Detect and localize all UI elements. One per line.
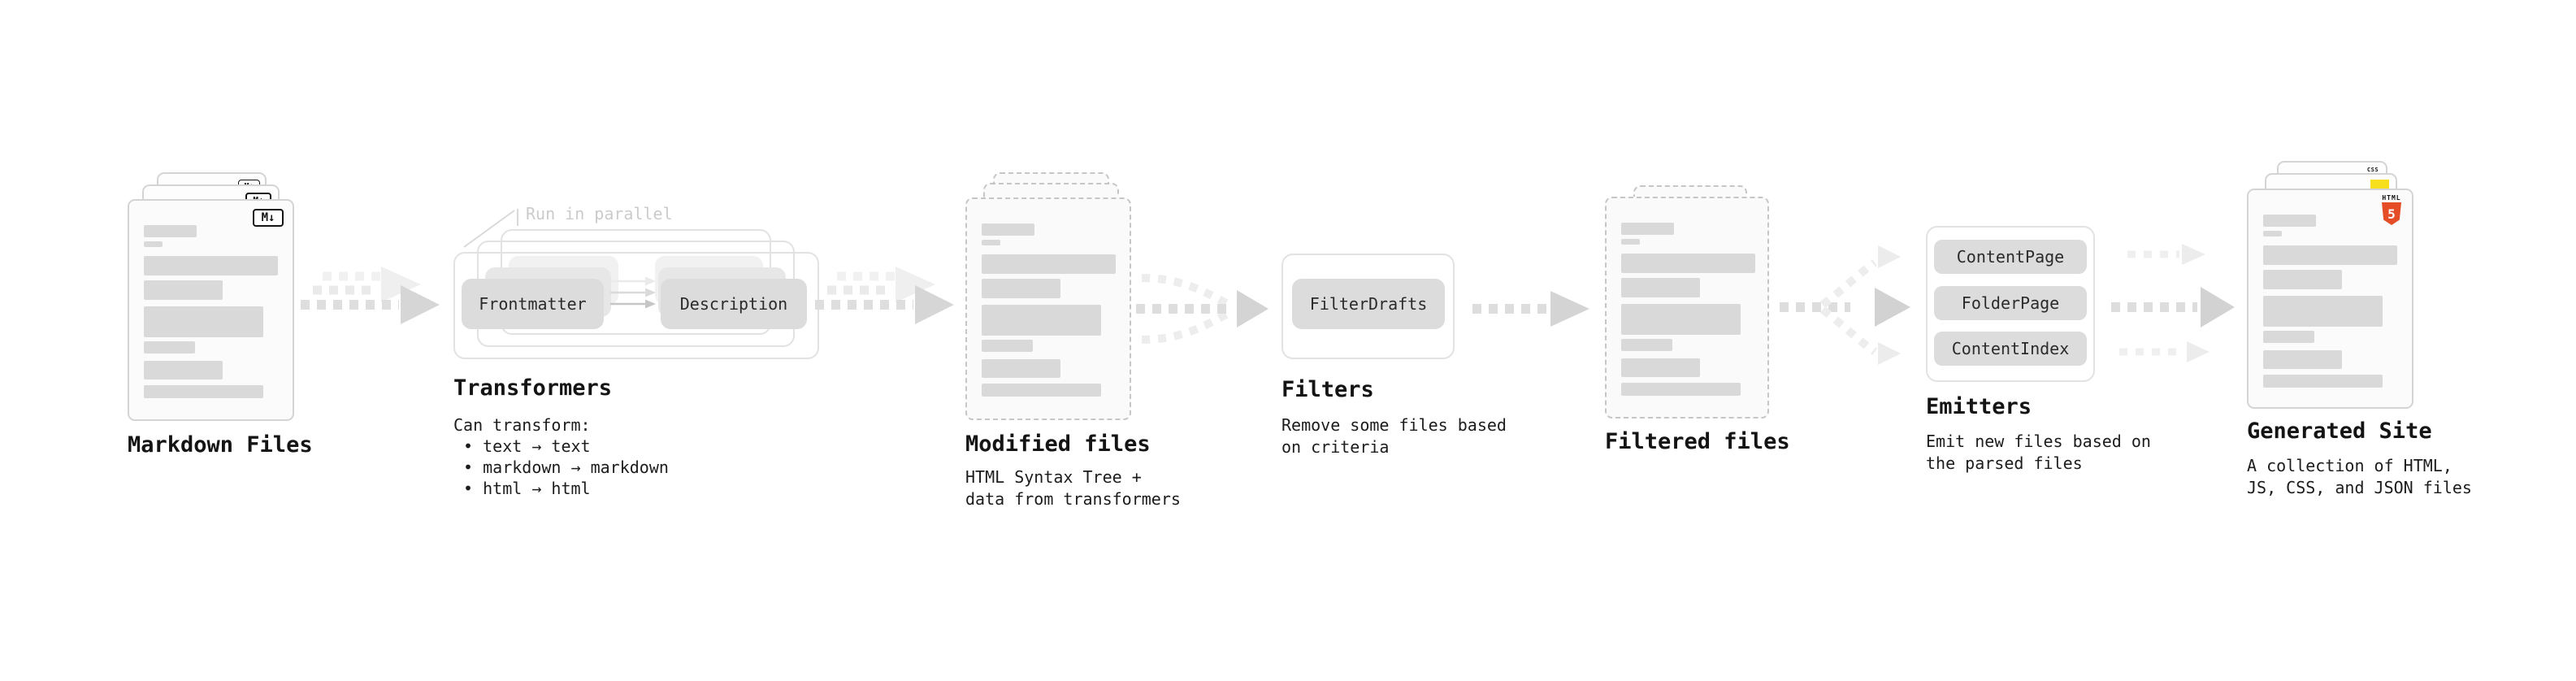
filterdrafts-chip: FilterDrafts <box>1292 279 1445 329</box>
emitters-description: Emit new files based on the parsed files <box>1926 432 2151 473</box>
transformers-description: Can transform: • text → text • markdown … <box>453 415 669 498</box>
modified-files-label: Modified files <box>965 432 1151 457</box>
modified-file-card-front <box>965 197 1131 420</box>
filtered-files-label: Filtered files <box>1605 429 1790 454</box>
description-chip: Description <box>661 279 807 329</box>
placeholder-bar <box>982 254 1116 274</box>
filtered-file-card-front <box>1605 197 1769 419</box>
placeholder-bar <box>144 361 223 380</box>
placeholder-bar <box>2263 270 2342 289</box>
placeholder-bar <box>144 241 163 247</box>
placeholder-bar <box>1621 339 1672 351</box>
css-icon-text: CSS <box>2366 167 2379 173</box>
placeholder-bar <box>982 279 1060 298</box>
folderpage-chip: FolderPage <box>1934 286 2087 320</box>
placeholder-bar <box>144 306 263 337</box>
flow-arrow-markdown-to-transformers <box>301 267 440 324</box>
emitters-label: Emitters <box>1926 394 2032 419</box>
flow-arrow-emitters-to-site <box>2111 244 2235 362</box>
transform-step-arrow <box>610 299 656 309</box>
html5-icon-number: 5 <box>2387 206 2396 222</box>
placeholder-bar <box>982 340 1033 352</box>
flow-arrow-filters-to-filtered <box>1472 291 1589 327</box>
markdown-icon-text: M↓ <box>261 211 275 224</box>
placeholder-bar <box>144 225 197 237</box>
placeholder-bar <box>982 384 1101 397</box>
annotation-leader-line <box>463 209 518 248</box>
placeholder-bar <box>1621 223 1674 235</box>
flow-arrow-transformers-to-modified <box>815 267 954 324</box>
transformers-label: Transformers <box>453 375 613 401</box>
transform-step-arrow <box>610 288 656 297</box>
placeholder-bar <box>2263 231 2282 236</box>
contentpage-chip: ContentPage <box>1934 240 2087 274</box>
placeholder-bar <box>144 256 278 275</box>
placeholder-bar <box>1621 358 1700 377</box>
placeholder-bar <box>2263 245 2397 265</box>
filters-label: Filters <box>1281 377 1374 402</box>
transform-step-arrow <box>610 276 656 286</box>
placeholder-bar <box>982 305 1101 336</box>
markdown-files-label: Markdown Files <box>128 432 313 458</box>
contentindex-chip: ContentIndex <box>1934 332 2087 366</box>
placeholder-bar <box>144 385 263 398</box>
placeholder-bar <box>1621 278 1700 297</box>
run-in-parallel-annotation: Run in parallel <box>526 204 673 223</box>
placeholder-bar <box>1621 304 1741 335</box>
modified-files-description: HTML Syntax Tree + data from transformer… <box>965 467 1181 509</box>
placeholder-bar <box>2263 375 2383 388</box>
placeholder-bar <box>144 341 195 354</box>
placeholder-bar <box>1621 383 1741 396</box>
placeholder-bar <box>982 223 1034 236</box>
html5-icon: HTML 5 <box>2381 194 2402 225</box>
html5-icon-brand: HTML <box>2382 194 2401 202</box>
placeholder-bar <box>1621 254 1755 273</box>
placeholder-bar <box>144 280 223 300</box>
markdown-icon: M↓ <box>253 209 284 227</box>
site-file-card-front: HTML 5 <box>2247 189 2413 409</box>
html5-icon-shield: 5 <box>2382 202 2401 225</box>
generated-site-label: Generated Site <box>2247 419 2432 444</box>
flow-arrow-filtered-to-emitters <box>1780 245 1910 365</box>
placeholder-bar <box>982 359 1060 378</box>
generated-site-description: A collection of HTML, JS, CSS, and JSON … <box>2247 456 2472 497</box>
placeholder-bar <box>1621 239 1640 245</box>
filters-description: Remove some files based on criteria <box>1281 415 1507 457</box>
placeholder-bar <box>2263 215 2316 227</box>
markdown-file-card-front: M↓ <box>128 199 294 421</box>
js-icon <box>2370 180 2389 189</box>
placeholder-bar <box>2263 350 2342 369</box>
placeholder-bar <box>982 240 1000 245</box>
placeholder-bar <box>2263 331 2314 343</box>
flow-arrow-modified-to-filters <box>1136 274 1268 344</box>
placeholder-bar <box>2263 296 2383 327</box>
frontmatter-chip: Frontmatter <box>462 279 604 329</box>
